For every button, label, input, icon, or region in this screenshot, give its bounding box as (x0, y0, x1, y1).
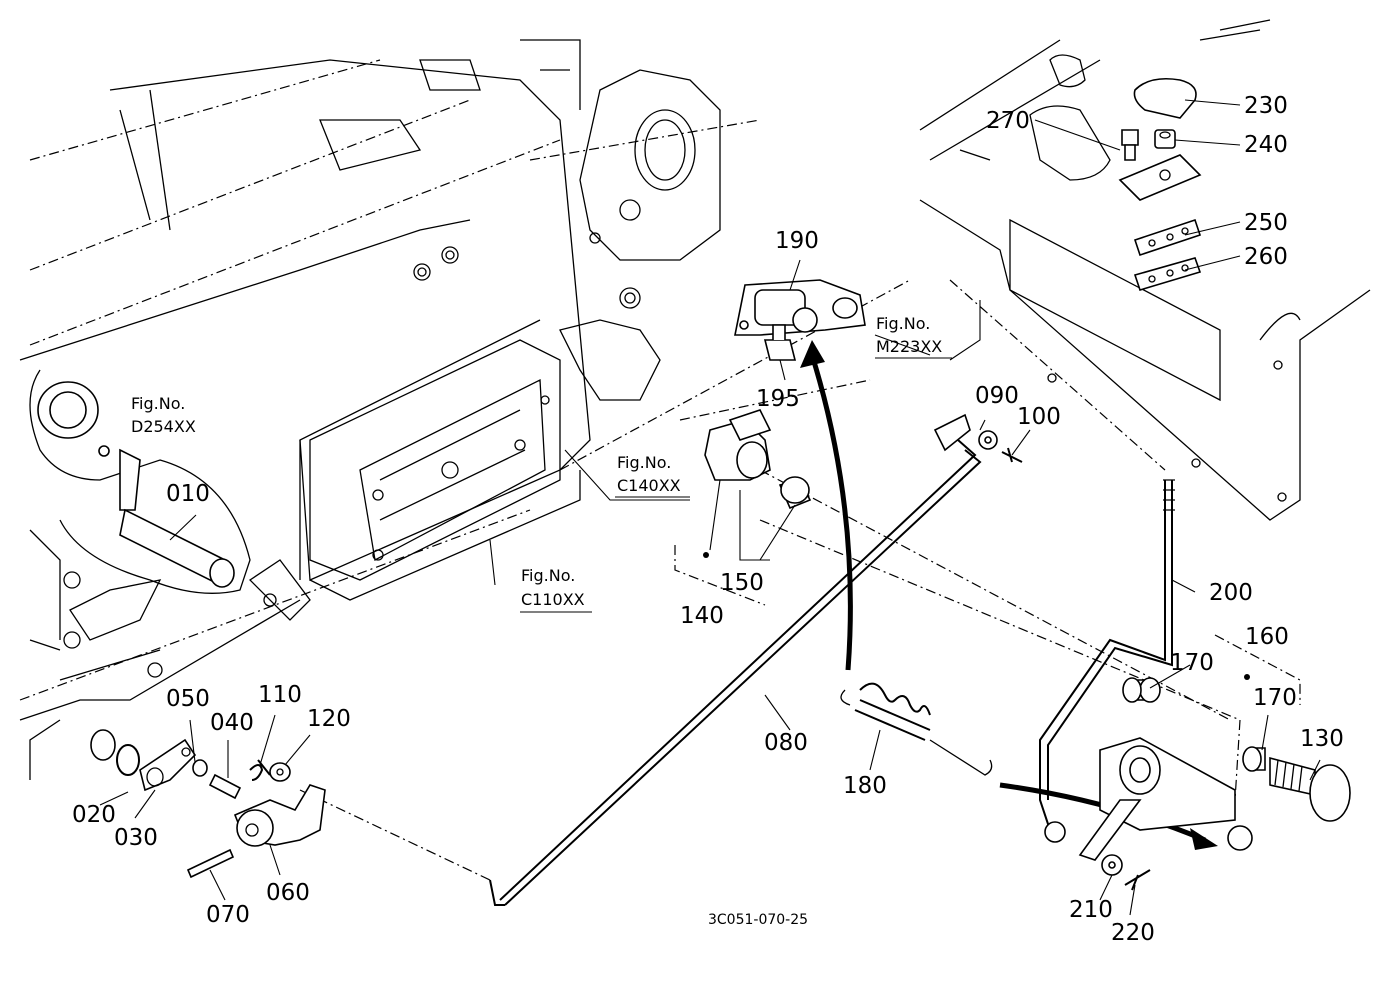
label-100: 100 (1017, 404, 1061, 430)
part-010-shaft-assembly (29, 369, 251, 594)
part-190-bracket (734, 279, 866, 336)
label-195: 195 (756, 386, 800, 412)
svg-text:D254XX: D254XX (131, 417, 196, 436)
label-120: 120 (307, 706, 351, 732)
label-010: 010 (166, 481, 210, 507)
label-050: 050 (166, 686, 210, 712)
part-200-rod (1039, 479, 1175, 831)
label-110: 110 (258, 682, 302, 708)
label-060: 060 (266, 880, 310, 906)
part-090-washer (978, 430, 998, 450)
label-200: 200 (1209, 580, 1253, 606)
label-150: 150 (720, 570, 764, 596)
label-130: 130 (1300, 726, 1344, 752)
label-230: 230 (1244, 93, 1288, 119)
label-160: 160 (1245, 624, 1289, 650)
part-170-bushing-left (1122, 677, 1161, 703)
label-270: 270 (986, 108, 1030, 134)
diagram-code: 3C051-070-25 (708, 912, 808, 928)
part-250-plate (1133, 218, 1202, 257)
part-240-nut (1154, 129, 1176, 149)
part-170-bushing-right (1242, 746, 1266, 772)
fig-ref-c110: Fig.No. C110XX (521, 566, 585, 609)
label-030: 030 (114, 825, 158, 851)
svg-text:C140XX: C140XX (617, 476, 681, 495)
figure-references: Fig.No. D254XX Fig.No. C140XX Fig.No. C1… (131, 314, 952, 613)
part-080-rod (489, 413, 982, 906)
label-260: 260 (1244, 244, 1288, 270)
part-number-labels: 010 020 030 040 050 060 070 080 090 100 … (72, 93, 1344, 946)
part-040-pin (208, 773, 242, 800)
part-030-plate (139, 738, 197, 792)
label-140: 140 (680, 603, 724, 629)
part-195-bolt (763, 324, 797, 361)
part-230-knob (1133, 77, 1197, 119)
transmission-housing-drawing (19, 19, 1371, 881)
part-110-clip (249, 759, 271, 781)
part-180-spring (840, 682, 993, 776)
svg-text:M223XX: M223XX (876, 337, 942, 356)
part-020-o-ring (90, 729, 140, 776)
label-020: 020 (72, 802, 116, 828)
fig-ref-c140: Fig.No. C140XX (617, 453, 681, 495)
svg-text:Fig.No.: Fig.No. (131, 394, 185, 413)
label-090: 090 (975, 383, 1019, 409)
label-180: 180 (843, 773, 887, 799)
part-150-bushing (778, 476, 812, 510)
part-100-clip (1001, 447, 1023, 463)
label-170-left: 170 (1170, 650, 1214, 676)
part-130-bolt (1269, 756, 1351, 822)
part-120-washer (269, 762, 291, 782)
part-210-washer (1101, 854, 1123, 876)
fig-ref-d254: Fig.No. D254XX (131, 394, 196, 436)
mount-plate-upper (1118, 154, 1202, 201)
label-040: 040 (210, 710, 254, 736)
svg-text:Fig.No.: Fig.No. (521, 566, 575, 585)
svg-text:Fig.No.: Fig.No. (617, 453, 671, 472)
part-160-lever (1044, 737, 1253, 861)
label-190: 190 (775, 228, 819, 254)
label-210: 210 (1069, 897, 1113, 923)
label-240: 240 (1244, 132, 1288, 158)
part-140-arm (704, 409, 772, 481)
part-050-washer (192, 759, 208, 777)
label-080: 080 (764, 730, 808, 756)
part-260-plate (1133, 257, 1202, 291)
svg-text:Fig.No.: Fig.No. (876, 314, 930, 333)
label-220: 220 (1111, 920, 1155, 946)
part-070-pin (186, 848, 235, 879)
part-220-clip (1124, 869, 1151, 891)
part-060-lever (233, 784, 326, 847)
fig-ref-m223: Fig.No. M223XX (876, 314, 942, 356)
label-070: 070 (206, 902, 250, 928)
svg-text:C110XX: C110XX (521, 590, 585, 609)
label-170-right: 170 (1253, 685, 1297, 711)
leader-lines (99, 99, 1321, 916)
label-250: 250 (1244, 210, 1288, 236)
part-270-bolt (1121, 129, 1139, 161)
